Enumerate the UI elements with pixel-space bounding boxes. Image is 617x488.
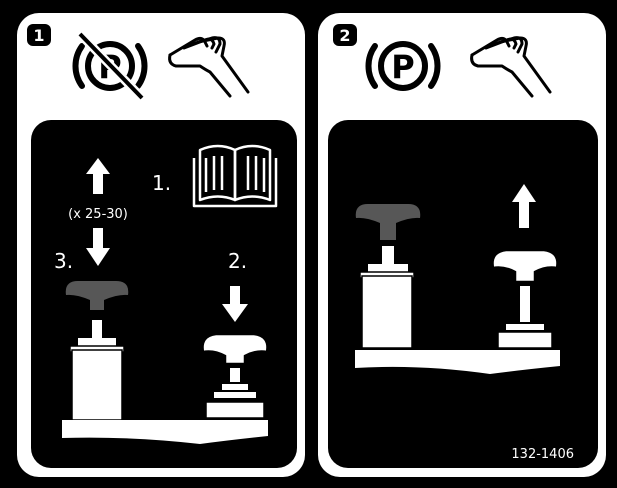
panel-1: 1 P — [17, 13, 305, 477]
part-number-label: 132-1406 — [511, 447, 574, 462]
hand-icon — [168, 36, 250, 98]
parking-brake-off-icon: P — [72, 30, 148, 102]
pump-knob-dark — [65, 281, 129, 421]
hand-icon — [470, 36, 552, 98]
panel-2: 2 P — [318, 13, 606, 477]
step-1-label: 1. — [152, 171, 171, 195]
step-3-label: 3. — [54, 249, 73, 273]
down-arrow-icon — [222, 286, 248, 322]
panel-1-base-plate — [62, 420, 268, 444]
pull-knob-light — [201, 332, 269, 419]
panel-1-step-number: 1 — [33, 26, 44, 45]
panel-2-step-number: 2 — [339, 26, 350, 45]
repeat-count-label: (x 25-30) — [68, 207, 128, 222]
up-arrow-icon — [512, 184, 536, 228]
panel-1-step-badge: 1 — [27, 24, 51, 46]
manual-book-icon — [192, 144, 278, 208]
svg-text:P: P — [391, 48, 414, 86]
up-arrow-icon — [86, 158, 110, 194]
panel-2-base-plate — [355, 350, 560, 374]
parking-brake-on-icon: P — [365, 41, 441, 91]
down-arrow-icon — [86, 228, 110, 266]
pump-knob-dark — [355, 204, 421, 349]
step-2-label: 2. — [228, 249, 247, 273]
panel-2-step-badge: 2 — [333, 24, 357, 46]
pull-knob-light — [491, 248, 559, 349]
